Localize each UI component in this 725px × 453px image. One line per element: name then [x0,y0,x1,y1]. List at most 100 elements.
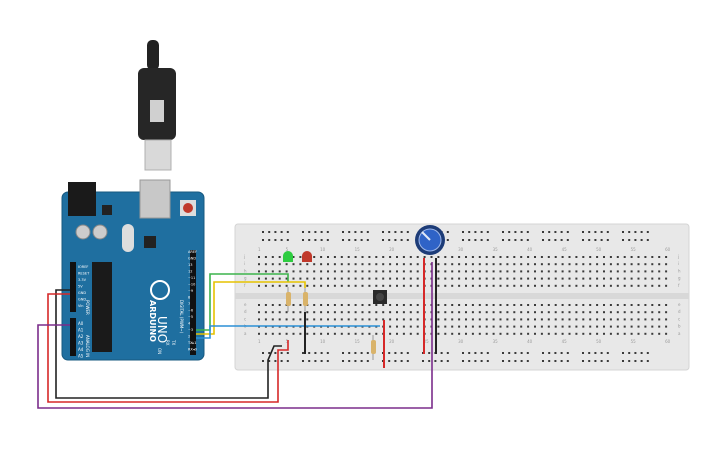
breadboard-hole [547,318,550,321]
breadboard-hole [394,231,397,233]
breadboard-hole [271,318,274,321]
resistor-2-body-icon [303,292,308,306]
breadboard-hole [299,332,302,335]
breadboard-hole [560,231,563,233]
wire-red-5v[interactable] [47,293,289,403]
breadboard-hole [416,263,419,266]
breadboard-hole [366,352,369,354]
breadboard-hole [527,332,530,335]
breadboard-hole [278,277,281,280]
breadboard-hole [333,277,336,280]
breadboard-hole [285,277,288,280]
breadboard-hole [327,284,329,287]
arduino-logo-icon [150,280,170,300]
breadboard-hole [582,256,585,258]
breadboard-hole [630,263,633,266]
breadboard-hole [434,360,437,362]
breadboard-hole [314,352,317,354]
breadboard-hole [486,360,489,362]
wire-yellow[interactable] [196,281,306,335]
breadboard-hole [375,311,378,314]
breadboard-hole [382,231,384,233]
breadboard-hole [561,263,564,266]
led-red[interactable] [302,251,312,262]
breadboard-hole [258,284,260,287]
breadboard-hole [499,311,502,314]
breadboard-hole [382,318,385,321]
breadboard-hole [623,318,626,321]
breadboard-hole [616,311,619,314]
wire-green[interactable] [196,273,289,331]
usb-cable[interactable] [138,40,176,171]
breadboard-hole [292,270,295,273]
breadboard-hole [402,318,405,321]
breadboard-hole [623,332,626,335]
breadboard-hole [458,284,461,287]
breadboard-hole [468,231,471,233]
led-green[interactable] [283,251,293,262]
breadboard-hole [485,284,488,287]
breadboard-hole [534,263,536,266]
breadboard-hole [382,256,385,258]
breadboard-hole [306,311,309,314]
breadboard-hole [486,352,489,354]
breadboard-hole [589,318,592,321]
breadboard-hole [306,263,309,266]
potentiometer[interactable] [415,225,445,255]
breadboard-hole [534,304,536,306]
arduino-uno-board[interactable]: ARDUINO UNO DIGITAL (PWM~) POWER ANALOG … [61,179,205,361]
breadboard-hole [409,284,412,287]
wire-purple-a0[interactable] [37,262,433,409]
breadboard-hole [547,256,550,258]
resistor-3[interactable] [371,335,376,360]
breadboard-hole [444,318,447,321]
reset-button[interactable] [183,203,193,213]
breadboard-hole [446,360,449,362]
breadboard-hole [644,332,647,335]
breadboard-hole [514,360,517,362]
breadboard-hole [658,332,661,335]
breadboard-hole [478,325,481,328]
breadboard-hole [327,332,329,335]
breadboard-hole [596,332,599,335]
breadboard-hole [320,360,323,362]
breadboard-hole [502,352,504,354]
breadboard-hole [508,239,511,241]
breadboard-hole [360,239,363,241]
breadboard-hole [561,256,564,258]
breadboard-hole [394,239,397,241]
breadboard-hole [368,304,371,306]
breadboard-hole [333,304,336,306]
breadboard-hole [258,270,260,273]
analog-header [70,318,76,356]
wire-black-gnd[interactable] [55,289,282,399]
breadboard[interactable]: 1155101015152020252530303535404045455050… [234,223,690,371]
breadboard-hole [492,332,495,335]
breadboard-hole [340,311,343,314]
resistor-2[interactable] [303,287,308,312]
breadboard-hole [354,332,357,335]
pushbutton[interactable] [373,290,387,304]
breadboard-hole [389,256,392,258]
breadboard-hole [588,360,591,362]
breadboard-hole [589,311,592,314]
breadboard-hole [416,318,419,321]
breadboard-column-label: 5 [286,339,289,344]
usb-chip [144,236,156,248]
breadboard-hole [582,311,585,314]
breadboard-hole [644,270,647,273]
breadboard-hole [520,239,523,241]
breadboard-hole [520,270,523,273]
breadboard-row-label: d [678,309,681,314]
breadboard-hole [526,352,529,354]
breadboard-hole [603,325,605,328]
resistor-1[interactable] [286,287,291,312]
breadboard-hole [299,270,302,273]
breadboard-hole [506,263,509,266]
breadboard-hole [547,311,550,314]
breadboard-hole [609,304,612,306]
wire-blue[interactable] [196,325,380,339]
breadboard-hole [582,304,585,306]
breadboard-hole [274,352,277,354]
